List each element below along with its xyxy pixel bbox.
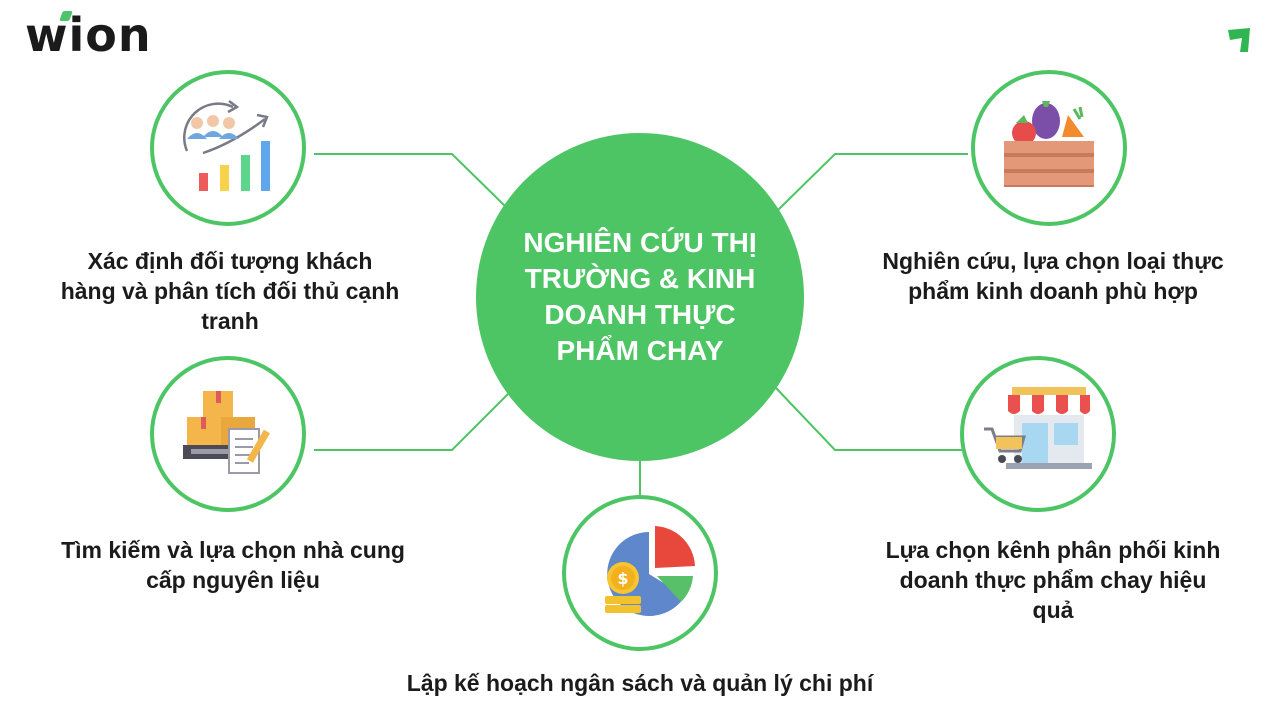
- label-audience: Xác định đối tượng khách hàng và phân tí…: [60, 248, 400, 334]
- svg-text:$: $: [617, 569, 628, 588]
- node-budget: $: [562, 495, 718, 651]
- audience-growth-chart-icon: [183, 100, 270, 191]
- central-topic: NGHIÊN CỨU THỊ TRƯỜNG & KINH DOANH THỰC …: [476, 133, 804, 461]
- label-budget: Lập kế hoạch ngân sách và quản lý chi ph…: [406, 670, 874, 696]
- vegetable-crate-icon: [1004, 101, 1094, 187]
- storefront-cart-icon: [984, 387, 1092, 469]
- supplier-boxes-checklist-icon: [183, 391, 270, 474]
- node-supplier: [150, 356, 306, 512]
- connector-audience: [314, 153, 506, 207]
- connector-channel: [775, 387, 968, 451]
- connector-product: [777, 153, 968, 211]
- budget-pie-coins-icon: $: [605, 526, 695, 616]
- label-supplier: Tìm kiếm và lựa chọn nhà cung cấp nguyên…: [61, 537, 405, 593]
- central-topic-title: NGHIÊN CỨU THỊ TRƯỜNG & KINH DOANH THỰC …: [523, 227, 757, 366]
- connector-supplier: [314, 393, 509, 451]
- label-channel: Lựa chọn kênh phân phối kinh doanh thực …: [885, 537, 1221, 623]
- label-product: Nghiên cứu, lựa chọn loại thực phẩm kinh…: [882, 248, 1224, 304]
- node-product: [971, 70, 1127, 226]
- node-audience: [150, 70, 306, 226]
- brand-logo: wion: [25, 8, 152, 62]
- node-channel: [960, 356, 1116, 512]
- brand-corner-icon: [1228, 28, 1250, 52]
